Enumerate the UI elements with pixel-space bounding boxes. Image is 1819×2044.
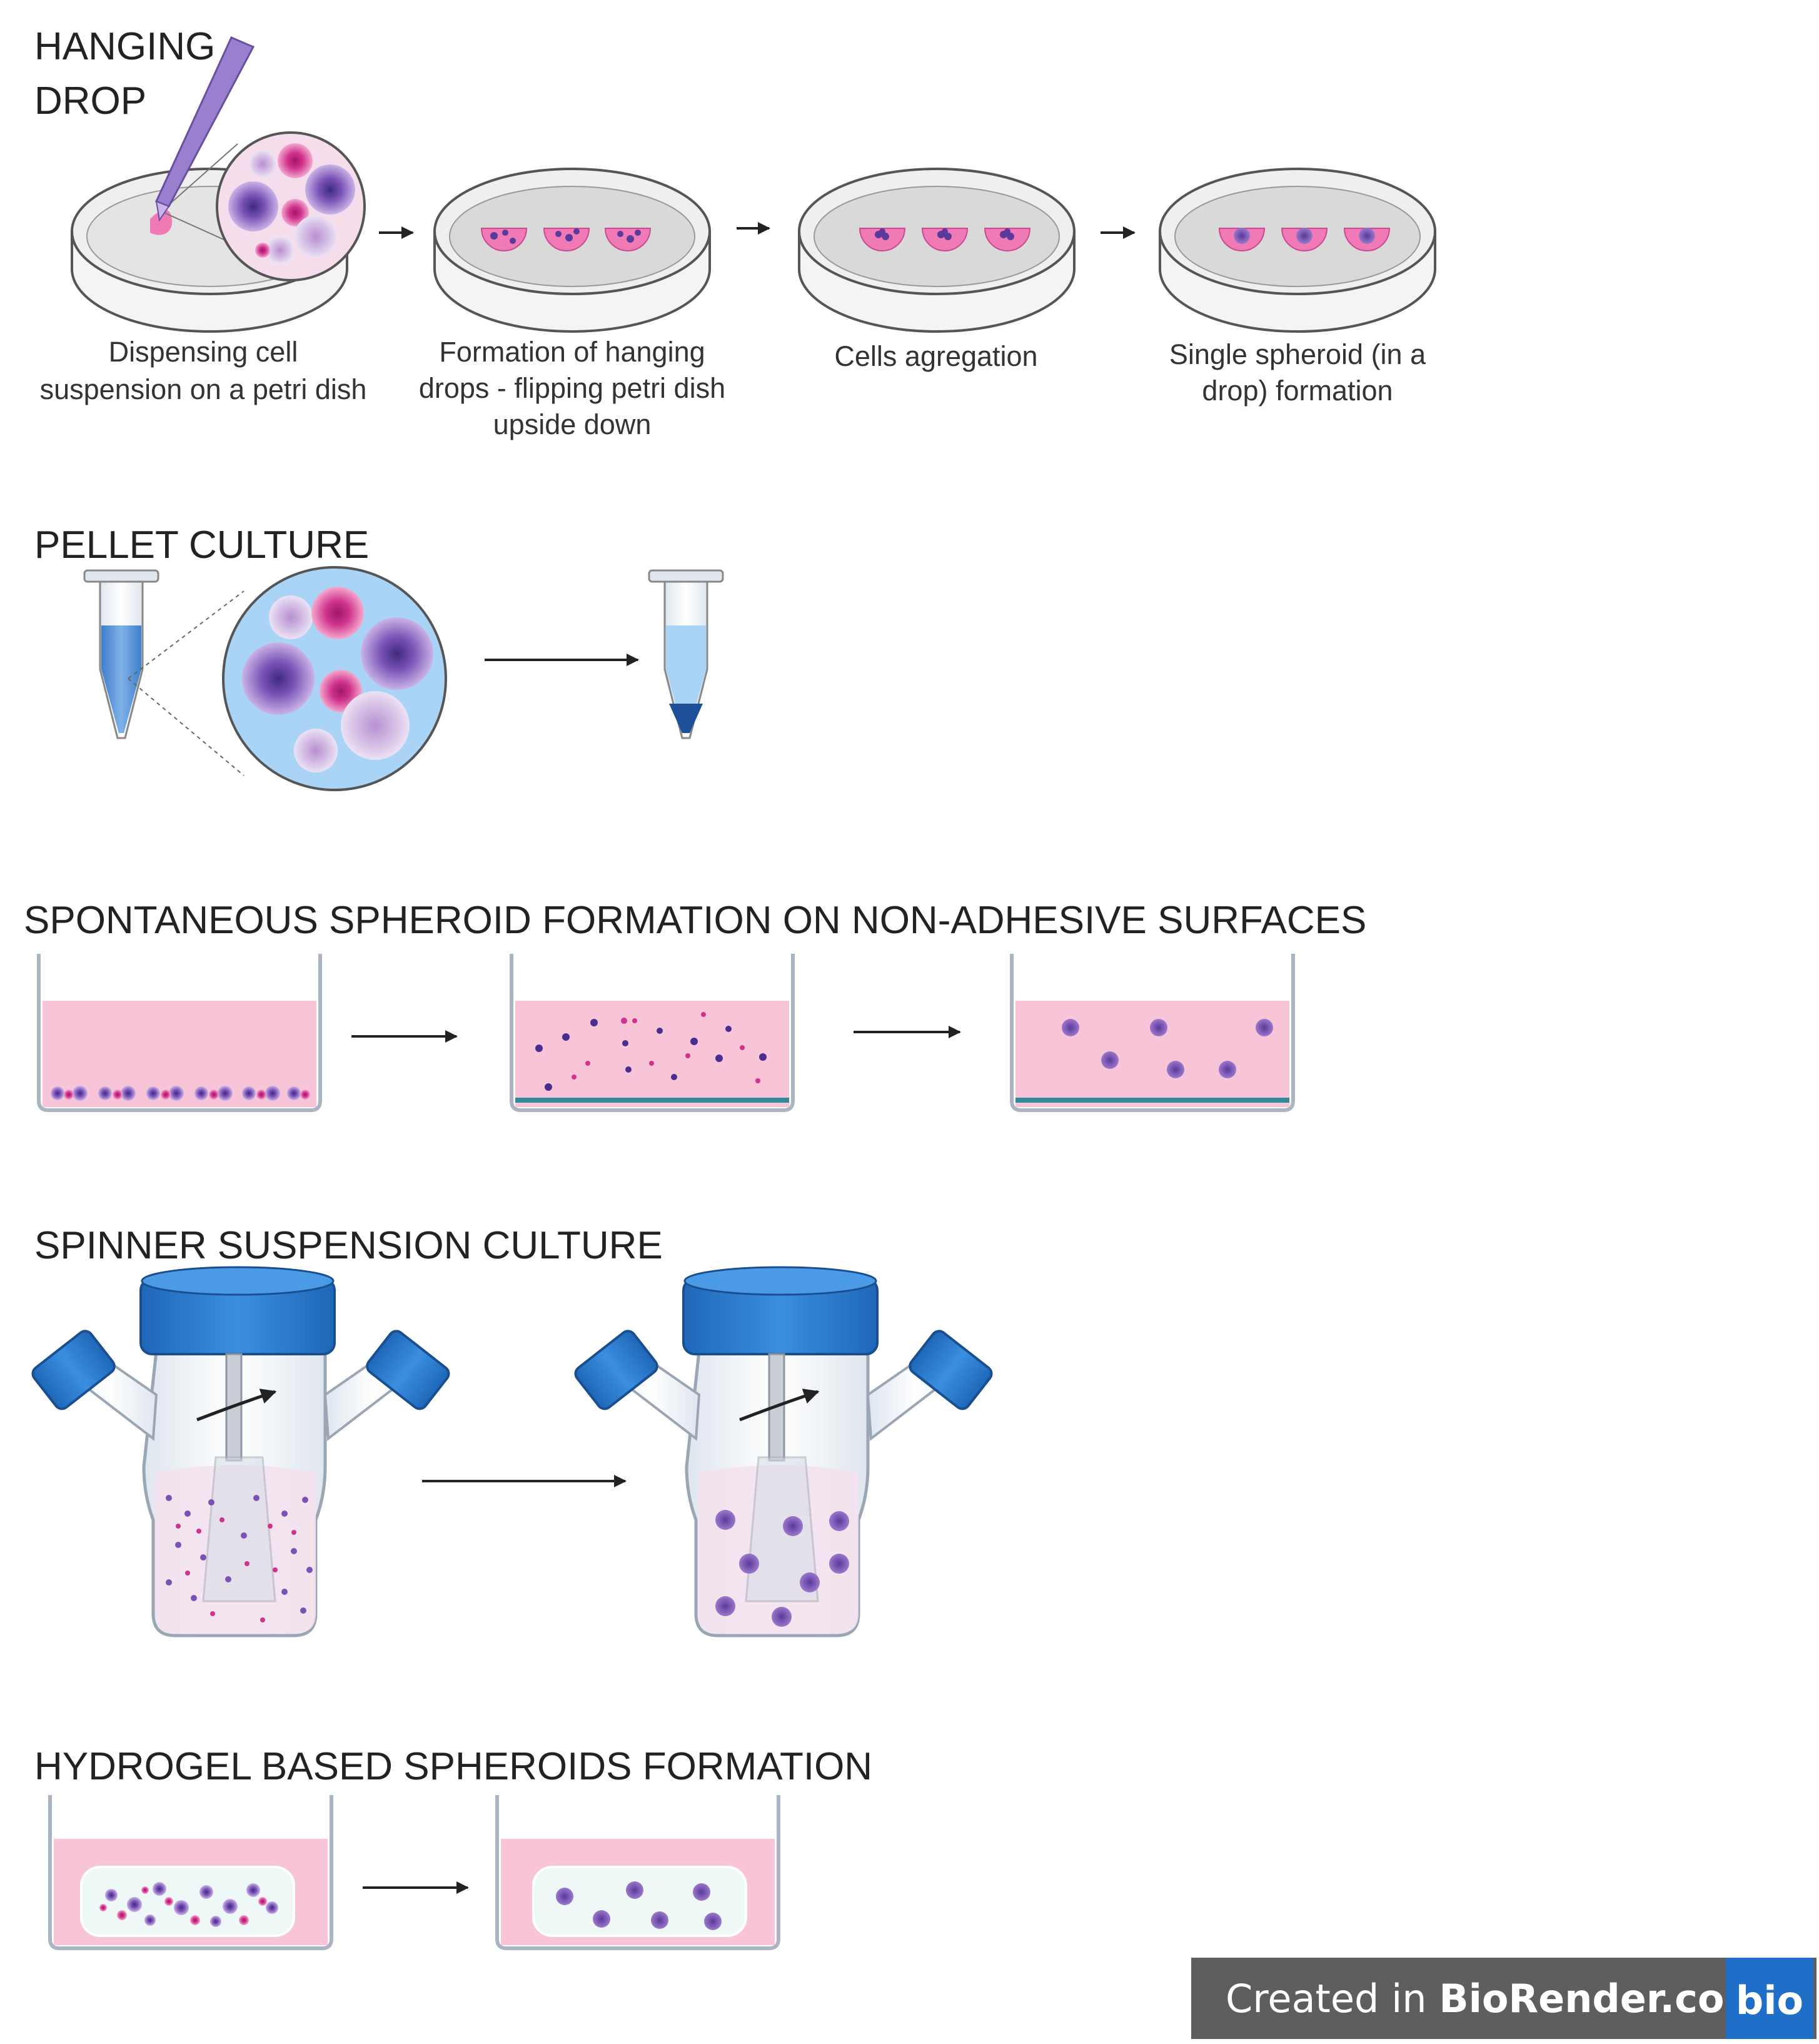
spinner-title: SPINNER SUSPENSION CULTURE bbox=[34, 1224, 663, 1267]
step-caption-line: drop) formation bbox=[1202, 375, 1393, 407]
petri-dish-hanging-drops-icon bbox=[433, 168, 711, 333]
badge-brand: BioRender.com bbox=[1439, 1976, 1765, 2021]
badge-prefix: Created in bbox=[1226, 1976, 1439, 2021]
well-spheroids-icon bbox=[1010, 954, 1295, 1112]
step-caption-line: Dispensing cell bbox=[109, 336, 298, 368]
well-hydrogel-spheroids-icon bbox=[495, 1795, 780, 1950]
hanging-drop-title-line1: HANGING bbox=[34, 25, 215, 68]
biorender-logo-icon bbox=[1726, 1958, 1813, 2039]
step-caption-line: drops - flipping petri dish bbox=[419, 372, 725, 404]
spontaneous-section: SPONTANEOUS SPHEROID FORMATION ON NON-AD… bbox=[24, 899, 1366, 1112]
petri-dish-with-pipette-icon bbox=[71, 36, 366, 333]
pellet-culture-section: PELLET CULTURE bbox=[34, 524, 724, 791]
step-caption-line: Single spheroid (in a bbox=[1169, 338, 1426, 370]
hydrogel-title: HYDROGEL BASED SPHEROIDS FORMATION bbox=[34, 1745, 872, 1788]
badge-logo-text: bio bbox=[1736, 1978, 1803, 2023]
petri-dish-cells-aggregation-icon bbox=[798, 168, 1076, 333]
tube-with-cells-icon bbox=[83, 566, 447, 791]
biorender-credit-badge: Created in BioRender.com bio bbox=[1191, 1958, 1816, 2039]
spinner-section: SPINNER SUSPENSION CULTURE bbox=[31, 1224, 993, 1637]
petri-dish-single-spheroid-icon bbox=[1159, 168, 1436, 333]
spinner-flask-spheroids-icon bbox=[574, 1266, 993, 1637]
step-caption-line: suspension on a petri dish bbox=[40, 373, 367, 405]
hanging-drop-section: HANGING DROP bbox=[34, 25, 1436, 440]
spinner-flask-dispersed-cells-icon bbox=[31, 1266, 450, 1637]
hydrogel-section: HYDROGEL BASED SPHEROIDS FORMATION bbox=[34, 1745, 872, 1950]
well-hydrogel-cells-icon bbox=[48, 1795, 333, 1950]
badge-background bbox=[1191, 1958, 1816, 2039]
step-caption-line: upside down bbox=[493, 408, 652, 440]
badge-label: Created in BioRender.com bbox=[1226, 1976, 1765, 2021]
tube-with-pellet-icon bbox=[648, 569, 724, 739]
well-cells-settled-icon bbox=[37, 954, 322, 1112]
pellet-culture-title: PELLET CULTURE bbox=[34, 524, 369, 567]
step-caption-line: Cells agregation bbox=[834, 340, 1037, 372]
well-cells-suspended-icon bbox=[510, 954, 795, 1112]
spontaneous-title: SPONTANEOUS SPHEROID FORMATION ON NON-AD… bbox=[24, 899, 1366, 942]
step-caption-line: Formation of hanging bbox=[439, 336, 705, 368]
hanging-drop-title-line2: DROP bbox=[34, 79, 146, 123]
